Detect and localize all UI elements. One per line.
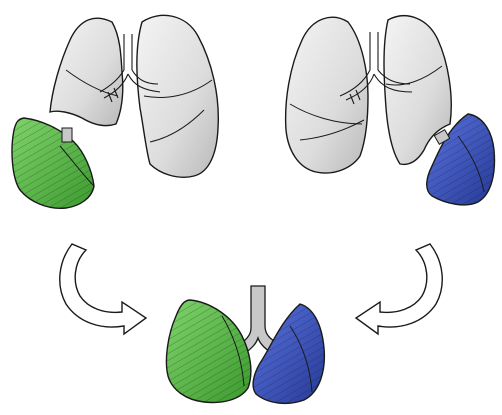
arrow-right-curved: [356, 244, 442, 334]
green-lobe-bronchus-stub: [62, 128, 72, 142]
donor-left-green-lobe: [12, 118, 94, 208]
recipient-green-lobe: [166, 300, 250, 402]
arrow-left-curved: [60, 244, 146, 334]
donor-right-lungs: [286, 16, 452, 173]
donor-left-lung-left: [50, 18, 123, 125]
